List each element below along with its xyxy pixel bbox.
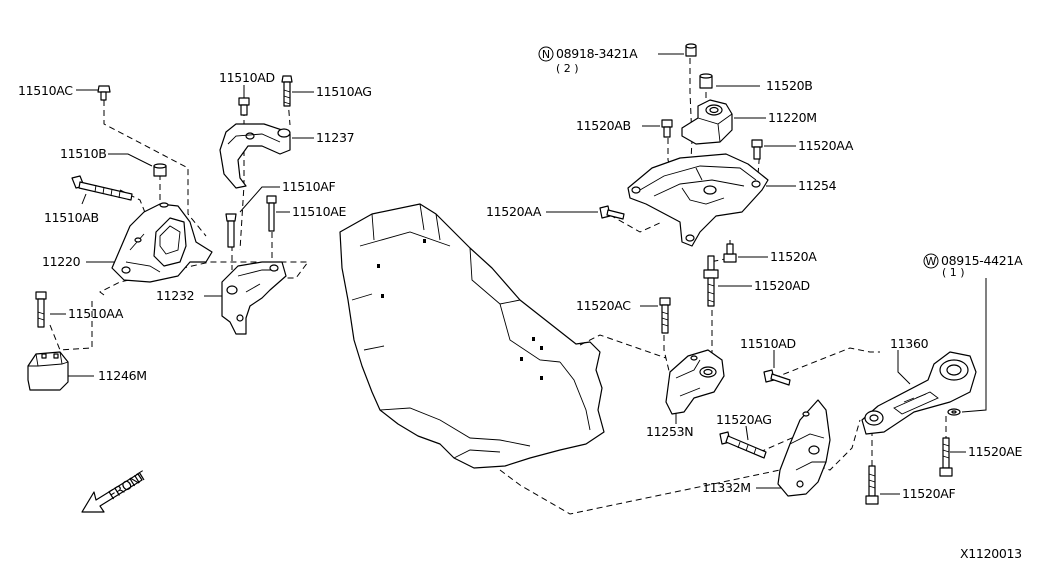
label-11510B: 11510B [60,146,107,161]
bolt-11520AF [865,465,879,505]
bolt-11510AD-top [238,97,250,116]
bolt-11520AB [661,119,673,138]
bracket-11232 [221,261,287,335]
label-11220: 11220 [42,254,81,269]
bolt-11510AA [35,291,47,328]
bolt-11510AF [225,213,237,248]
label-11360: 11360 [890,336,929,351]
bracket-11332M [777,399,831,497]
label-08918-qty: ( 2 ) [556,62,579,75]
label-11237: 11237 [316,130,354,145]
bolt-11510AD-bottom [763,369,791,386]
bracket-11254 [627,153,769,247]
label-11520AG: 11520AG [716,412,772,427]
bolt-11510AG [281,75,293,107]
label-11510AB: 11510AB [44,210,99,225]
label-11520B: 11520B [766,78,813,93]
label-11520AD: 11520AD [754,278,810,293]
engine-mount-11220M [681,99,733,145]
circle-n-symbol-icon: N [538,46,554,62]
torque-rod-11360 [861,351,977,435]
engine-block [339,203,605,469]
diagram-id: X1120013 [960,546,1022,561]
leader-lines [50,53,987,495]
label-08915-qty: ( 1 ) [942,266,965,279]
part-labels: 11510AC 11510AD 11510AG 11237 11510B 115… [18,46,1023,561]
bolt-11520AE [939,437,953,477]
front-direction-arrow-icon [81,473,143,513]
bracket-11253N [665,349,725,415]
label-11520AF: 11520AF [902,486,956,501]
block-11246M [27,351,69,391]
label-08915-4421A: 08915-4421A [941,253,1023,268]
washer-08915-4421A [947,408,961,416]
nut-08918-3421A [685,43,697,57]
label-11510AE: 11510AE [292,204,347,219]
label-11232: 11232 [156,288,194,303]
label-11510AF: 11510AF [282,179,336,194]
label-11520AE: 11520AE [968,444,1023,459]
bolt-11520AC [659,297,671,334]
label-11510AG: 11510AG [316,84,372,99]
svg-text:W: W [926,255,937,268]
bolt-11510AB [71,175,133,201]
label-11220M: 11220M [768,110,817,125]
label-08918-3421A: 08918-3421A [556,46,638,61]
bracket-11237 [219,123,291,189]
label-11332M: 11332M [702,480,751,495]
label-11510AA: 11510AA [68,306,124,321]
label-11510AD-bottom: 11510AD [740,336,796,351]
stud-11520AD [703,255,719,307]
bolt-11520AG [719,431,767,459]
engine-mount-11220 [111,202,213,283]
bolt-11520AA-right [751,139,763,160]
label-11246M: 11246M [98,368,147,383]
cap-11520B [699,73,713,89]
label-11520AB: 11520AB [576,118,631,133]
svg-text:N: N [542,48,550,61]
label-11253N: 11253N [646,424,693,439]
nut-11510B [153,163,167,177]
label-11520AA-left: 11520AA [486,204,542,219]
label-11520A: 11520A [770,249,817,264]
label-11510AD-top: 11510AD [219,70,275,85]
bolt-11520A [723,243,737,263]
circle-w-symbol-icon: W [923,253,939,269]
front-label: FRONT [106,468,149,503]
bolt-11510AE [266,195,277,232]
label-11254: 11254 [798,178,837,193]
bolt-11520AA-left [599,205,625,220]
label-11520AC: 11520AC [576,298,631,313]
label-11510AC: 11510AC [18,83,73,98]
label-11520AA-right: 11520AA [798,138,854,153]
bolt-11510AC [97,85,111,101]
